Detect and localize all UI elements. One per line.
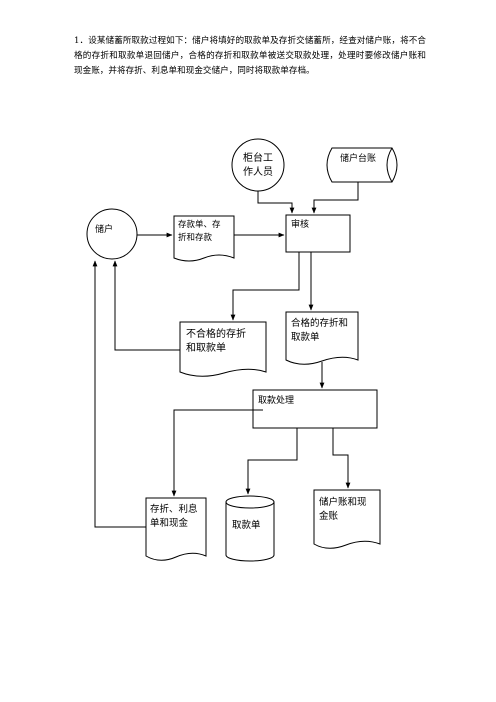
arrow-passbook-to-depositor bbox=[92, 260, 146, 528]
withdrawal-slip-store-node: 取款单 bbox=[225, 495, 275, 562]
withdrawal-document-label-2: 折和存款 bbox=[178, 232, 213, 243]
arrow-processing-to-passbook bbox=[171, 409, 263, 497]
accounts-document-label-1: 储户账和现 bbox=[319, 496, 367, 508]
passbook-cash-label-2: 单和现金 bbox=[150, 517, 189, 529]
accounts-document-node: 储户账和现 金账 bbox=[313, 489, 381, 549]
arrow-processing-to-accounts bbox=[332, 428, 351, 489]
withdrawal-slip-store-label: 取款单 bbox=[232, 519, 261, 531]
arrow-unqualified-to-depositor bbox=[112, 260, 180, 351]
withdrawal-processing-label: 取款处理 bbox=[258, 394, 294, 406]
counter-staff-label-1: 柜台工 bbox=[243, 151, 273, 164]
qualified-document-label-1: 合格的存折和 bbox=[291, 317, 348, 329]
depositor-ledger-node: 储户台账 bbox=[326, 147, 398, 183]
arrow-staff-to-review bbox=[257, 191, 295, 214]
connectors bbox=[92, 182, 359, 528]
counter-staff-label-2: 作人员 bbox=[243, 166, 273, 178]
arrow-review-to-unqualified bbox=[230, 252, 300, 321]
passbook-cash-label-1: 存折、利息 bbox=[150, 503, 198, 515]
withdrawal-document-label-1: 存款单、存 bbox=[178, 219, 221, 230]
passbook-cash-document-node: 存折、利息 单和现金 bbox=[145, 497, 207, 561]
counter-staff-node: 柜台工 作人员 bbox=[231, 138, 285, 192]
question-text: 1．设某储蓄所取款过程如下：储户将填好的取款单及存折交储蓄所，经查对储户账，将不… bbox=[74, 36, 426, 76]
depositor-node: 储户 bbox=[86, 208, 138, 260]
arrow-processing-to-slip-store bbox=[245, 428, 298, 495]
withdrawal-document-node: 存款单、存 折和存款 bbox=[173, 215, 235, 262]
arrow-ledger-to-review bbox=[311, 182, 359, 214]
depositor-ledger-label: 储户台账 bbox=[340, 152, 376, 164]
qualified-document-node: 合格的存折和 取款单 bbox=[285, 311, 359, 365]
accounts-document-label-2: 金账 bbox=[319, 510, 339, 522]
withdrawal-processing-node: 取款处理 bbox=[252, 389, 378, 429]
unqualified-document-label-1: 不合格的存折 bbox=[186, 327, 246, 340]
review-process-node: 审核 bbox=[285, 214, 351, 253]
depositor-label: 储户 bbox=[95, 223, 113, 235]
review-process-label: 审核 bbox=[291, 218, 309, 230]
unqualified-document-node: 不合格的存折 和取款单 bbox=[179, 321, 267, 377]
unqualified-document-label-2: 和取款单 bbox=[186, 341, 226, 354]
qualified-document-label-2: 取款单 bbox=[291, 331, 320, 343]
